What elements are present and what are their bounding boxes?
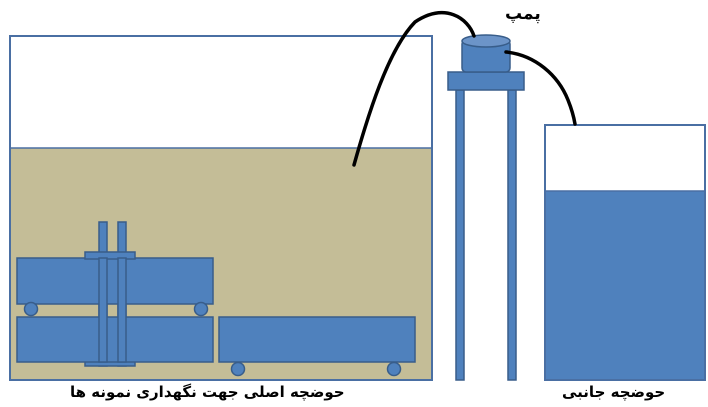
rack-rod-left-front [98, 257, 108, 363]
rack-crossbar-top [84, 251, 136, 260]
side-tank-water [545, 191, 705, 380]
wheel [193, 301, 209, 317]
rack-rod-right-front [117, 257, 127, 363]
specimen-box-lower-right [218, 316, 416, 363]
stand-platform [447, 71, 525, 91]
specimen-box-upper-left [16, 257, 214, 305]
main-tank-label: حوضچه اصلی جهت نگهداری نمونه ها [70, 383, 345, 401]
side-tank-wall [544, 124, 706, 381]
main-tank-wall [9, 35, 433, 381]
pump [461, 34, 511, 73]
hose-side-tank [504, 50, 577, 126]
side-tank [544, 124, 706, 381]
wheel [23, 301, 39, 317]
wheel [230, 361, 246, 377]
side-tank-label: حوضچه جانبی [562, 383, 666, 401]
pump-top [461, 34, 511, 48]
hose-main-tank [352, 11, 476, 167]
stand-leg-right [507, 89, 517, 381]
stand-leg-left [455, 89, 465, 381]
pump-stand [447, 71, 525, 381]
main-tank [9, 35, 433, 381]
pump-label: پمپ [505, 4, 541, 24]
specimen-box-lower-left [16, 316, 214, 363]
wheel [386, 361, 402, 377]
